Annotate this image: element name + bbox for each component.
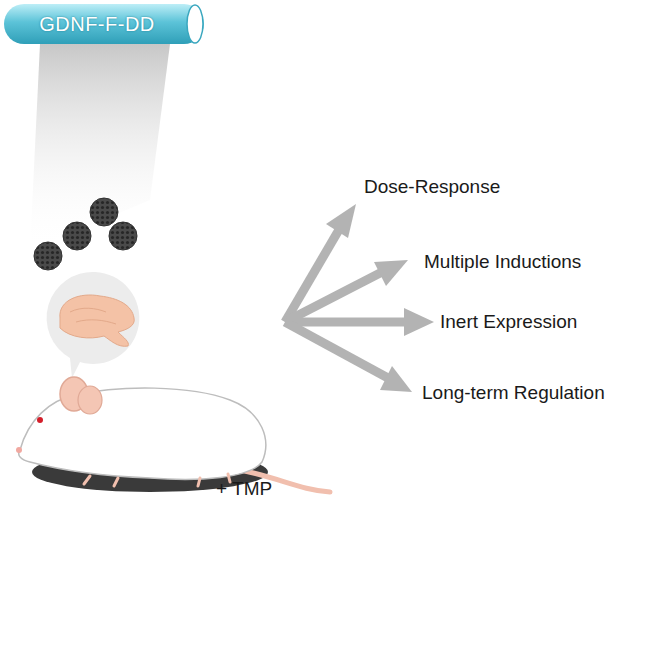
vector-tube: GDNF-F-DD (4, 4, 204, 44)
virus-particles (34, 198, 137, 270)
light-cone (30, 44, 170, 250)
outcome-label: Long-term Regulation (422, 382, 605, 404)
treatment-label: + TMP (216, 478, 272, 500)
outcome-label: Dose-Response (364, 176, 500, 198)
outcome-label: Multiple Inductions (424, 251, 581, 273)
vector-name: GDNF-F-DD (39, 13, 204, 36)
outcome-arrows (285, 204, 434, 392)
brain-bubble (47, 272, 140, 378)
mouse (16, 377, 330, 492)
outcome-label: Inert Expression (440, 311, 577, 333)
